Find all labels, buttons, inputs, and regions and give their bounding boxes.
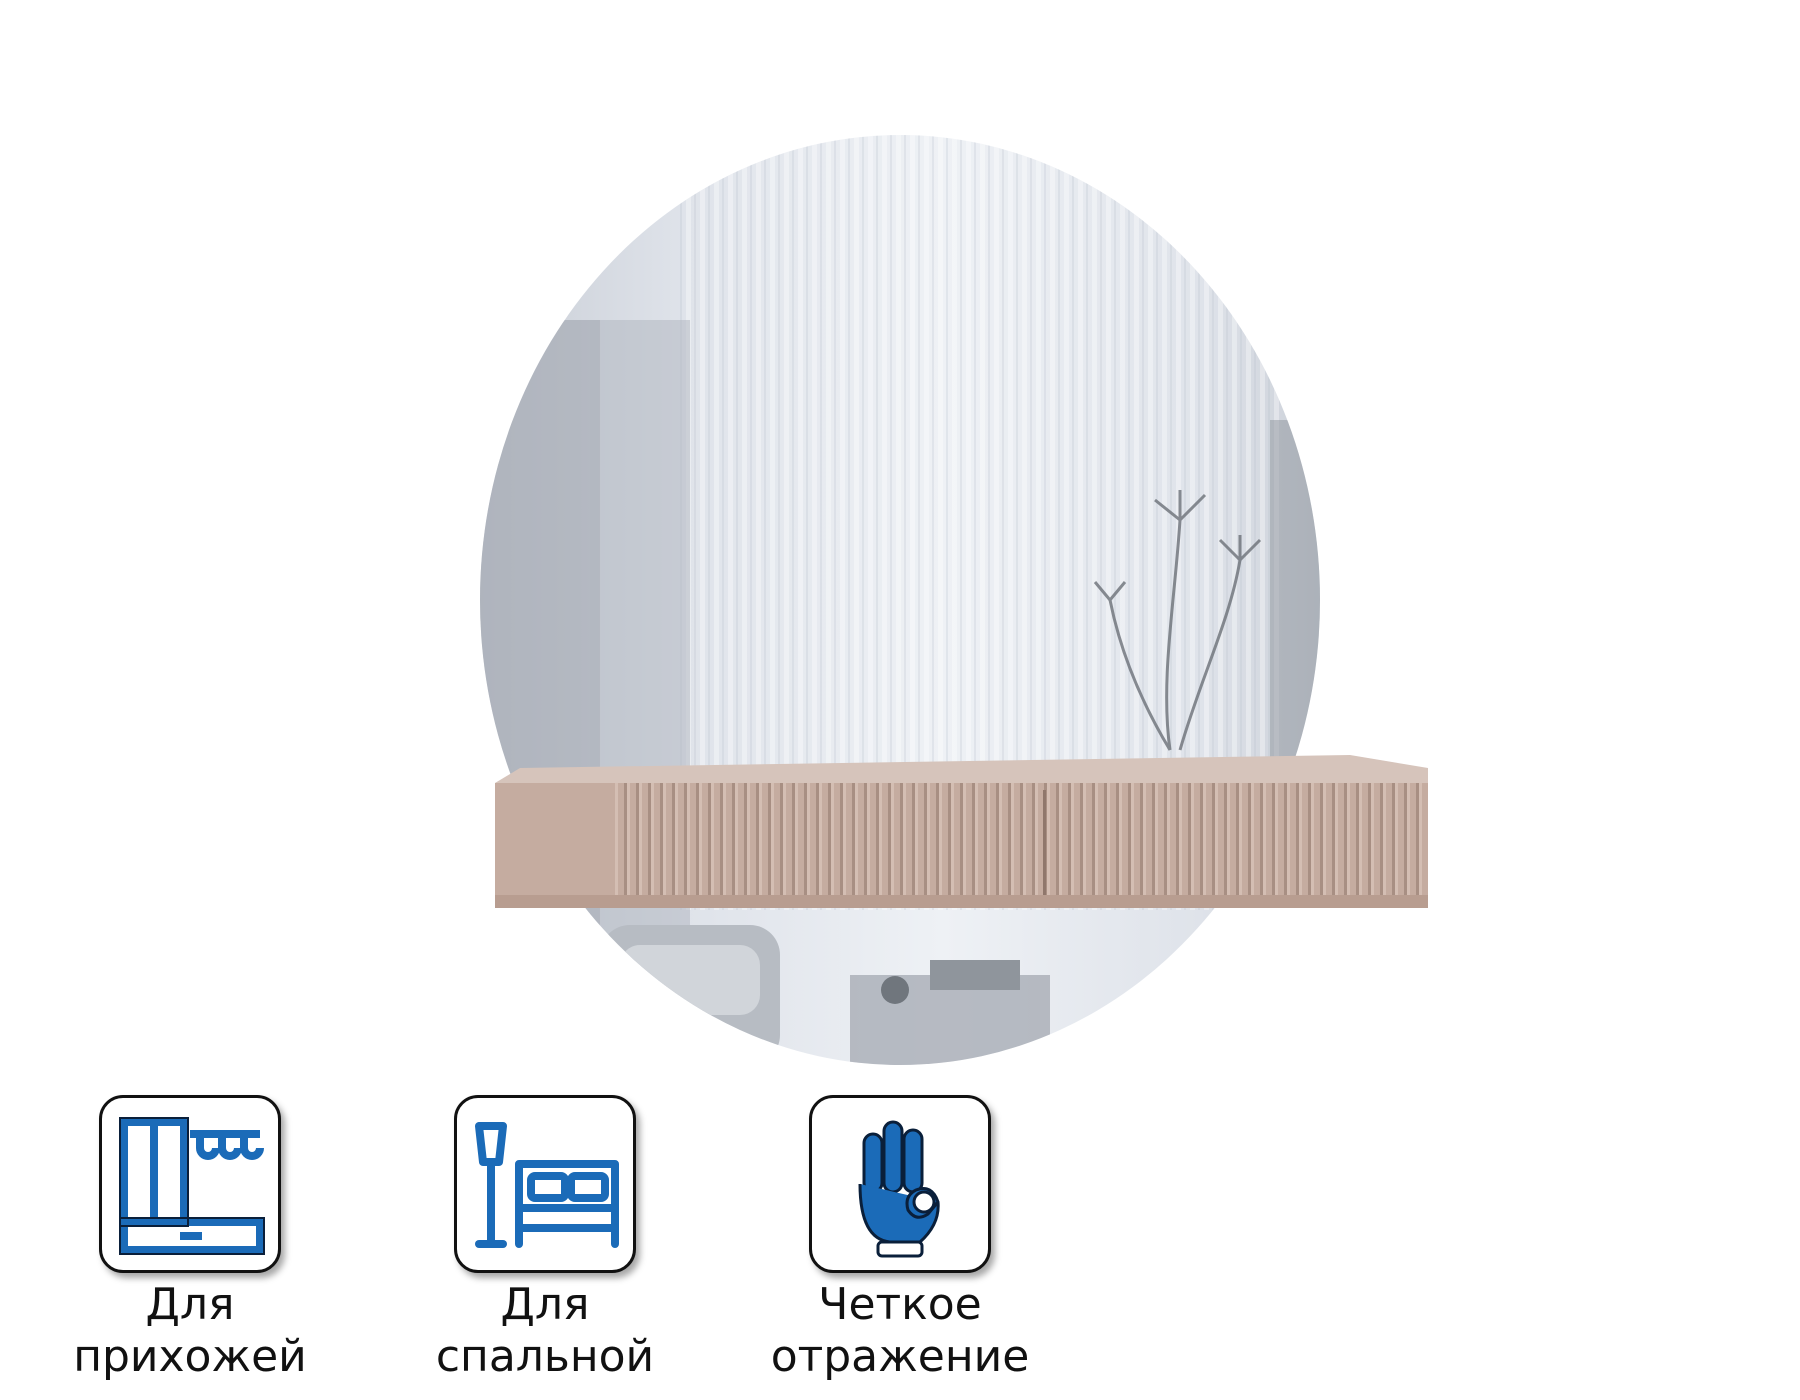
bedroom-bed-lamp-icon xyxy=(475,1122,619,1248)
feature-label: Для прихожей xyxy=(73,1279,307,1382)
feature-hallway: Для прихожей xyxy=(40,1095,340,1383)
feature-bedroom: Для спальной xyxy=(395,1095,695,1383)
hallway-furniture-icon xyxy=(119,1117,265,1255)
feature-label: Для спальной xyxy=(435,1279,655,1382)
feature-label: Четкое отражение xyxy=(770,1279,1030,1382)
feature-icon-frame xyxy=(809,1095,991,1273)
mirror xyxy=(480,135,1320,1065)
product-image xyxy=(480,135,1428,1065)
feature-icon-frame xyxy=(99,1095,281,1273)
console-shelf xyxy=(495,755,1428,908)
feature-clear-reflection: Четкое отражение xyxy=(750,1095,1050,1383)
feature-icon-frame xyxy=(454,1095,636,1273)
ok-hand-icon xyxy=(858,1120,940,1258)
